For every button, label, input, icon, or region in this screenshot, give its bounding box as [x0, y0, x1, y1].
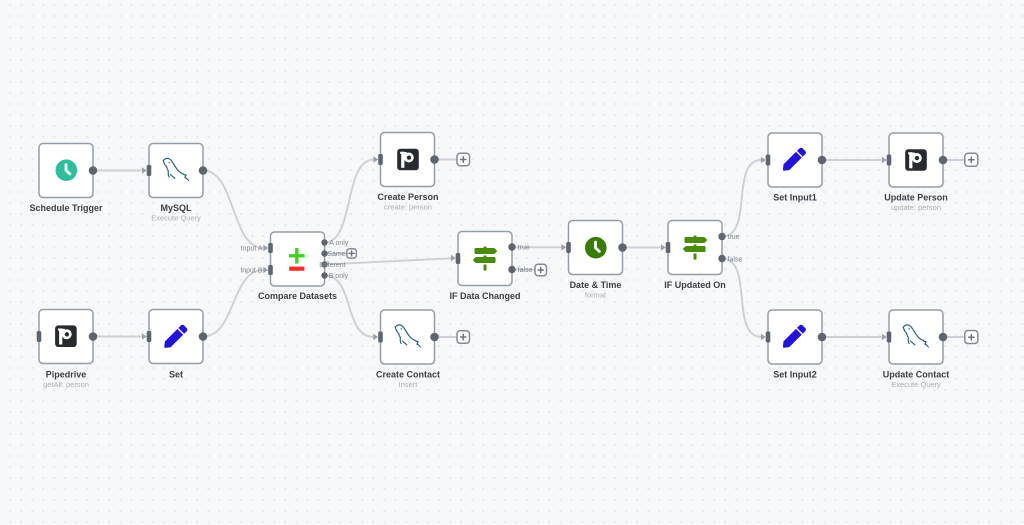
svg-text:Update Contact: Update Contact [883, 370, 950, 380]
svg-text:true: true [518, 244, 530, 251]
svg-text:Date & Time: Date & Time [570, 280, 622, 290]
svg-text:Update Person: Update Person [884, 193, 948, 203]
svg-text:Insert: Insert [399, 380, 419, 389]
svg-text:getAll: person: getAll: person [43, 380, 89, 389]
svg-text:Compare Datasets: Compare Datasets [258, 291, 337, 301]
svg-text:IF Data Changed: IF Data Changed [449, 291, 520, 301]
svg-text:Pipedrive: Pipedrive [46, 370, 87, 380]
svg-text:format: format [585, 291, 607, 300]
svg-text:Input B: Input B [240, 267, 263, 274]
svg-text:false: false [518, 267, 533, 274]
svg-text:Execute Query: Execute Query [891, 380, 941, 389]
svg-text:Set: Set [169, 370, 183, 380]
svg-text:Execute Query: Execute Query [151, 214, 201, 223]
svg-text:Schedule Trigger: Schedule Trigger [29, 203, 103, 213]
svg-text:update: person: update: person [891, 203, 941, 212]
svg-text:create: person: create: person [384, 203, 432, 212]
svg-text:Same: Same [327, 251, 345, 258]
svg-text:false: false [728, 256, 743, 263]
svg-text:A only: A only [329, 240, 349, 247]
svg-text:MySQL: MySQL [160, 203, 192, 213]
svg-text:Create Contact: Create Contact [376, 370, 440, 380]
svg-text:IF Updated On: IF Updated On [664, 280, 726, 290]
svg-text:B only: B only [329, 273, 349, 280]
svg-text:Set Input1: Set Input1 [773, 193, 817, 203]
svg-text:true: true [728, 234, 740, 241]
svg-text:Different: Different [319, 262, 345, 269]
svg-text:Set Input2: Set Input2 [773, 370, 817, 380]
svg-text:Input A: Input A [241, 245, 263, 252]
svg-text:Create Person: Create Person [377, 192, 438, 202]
